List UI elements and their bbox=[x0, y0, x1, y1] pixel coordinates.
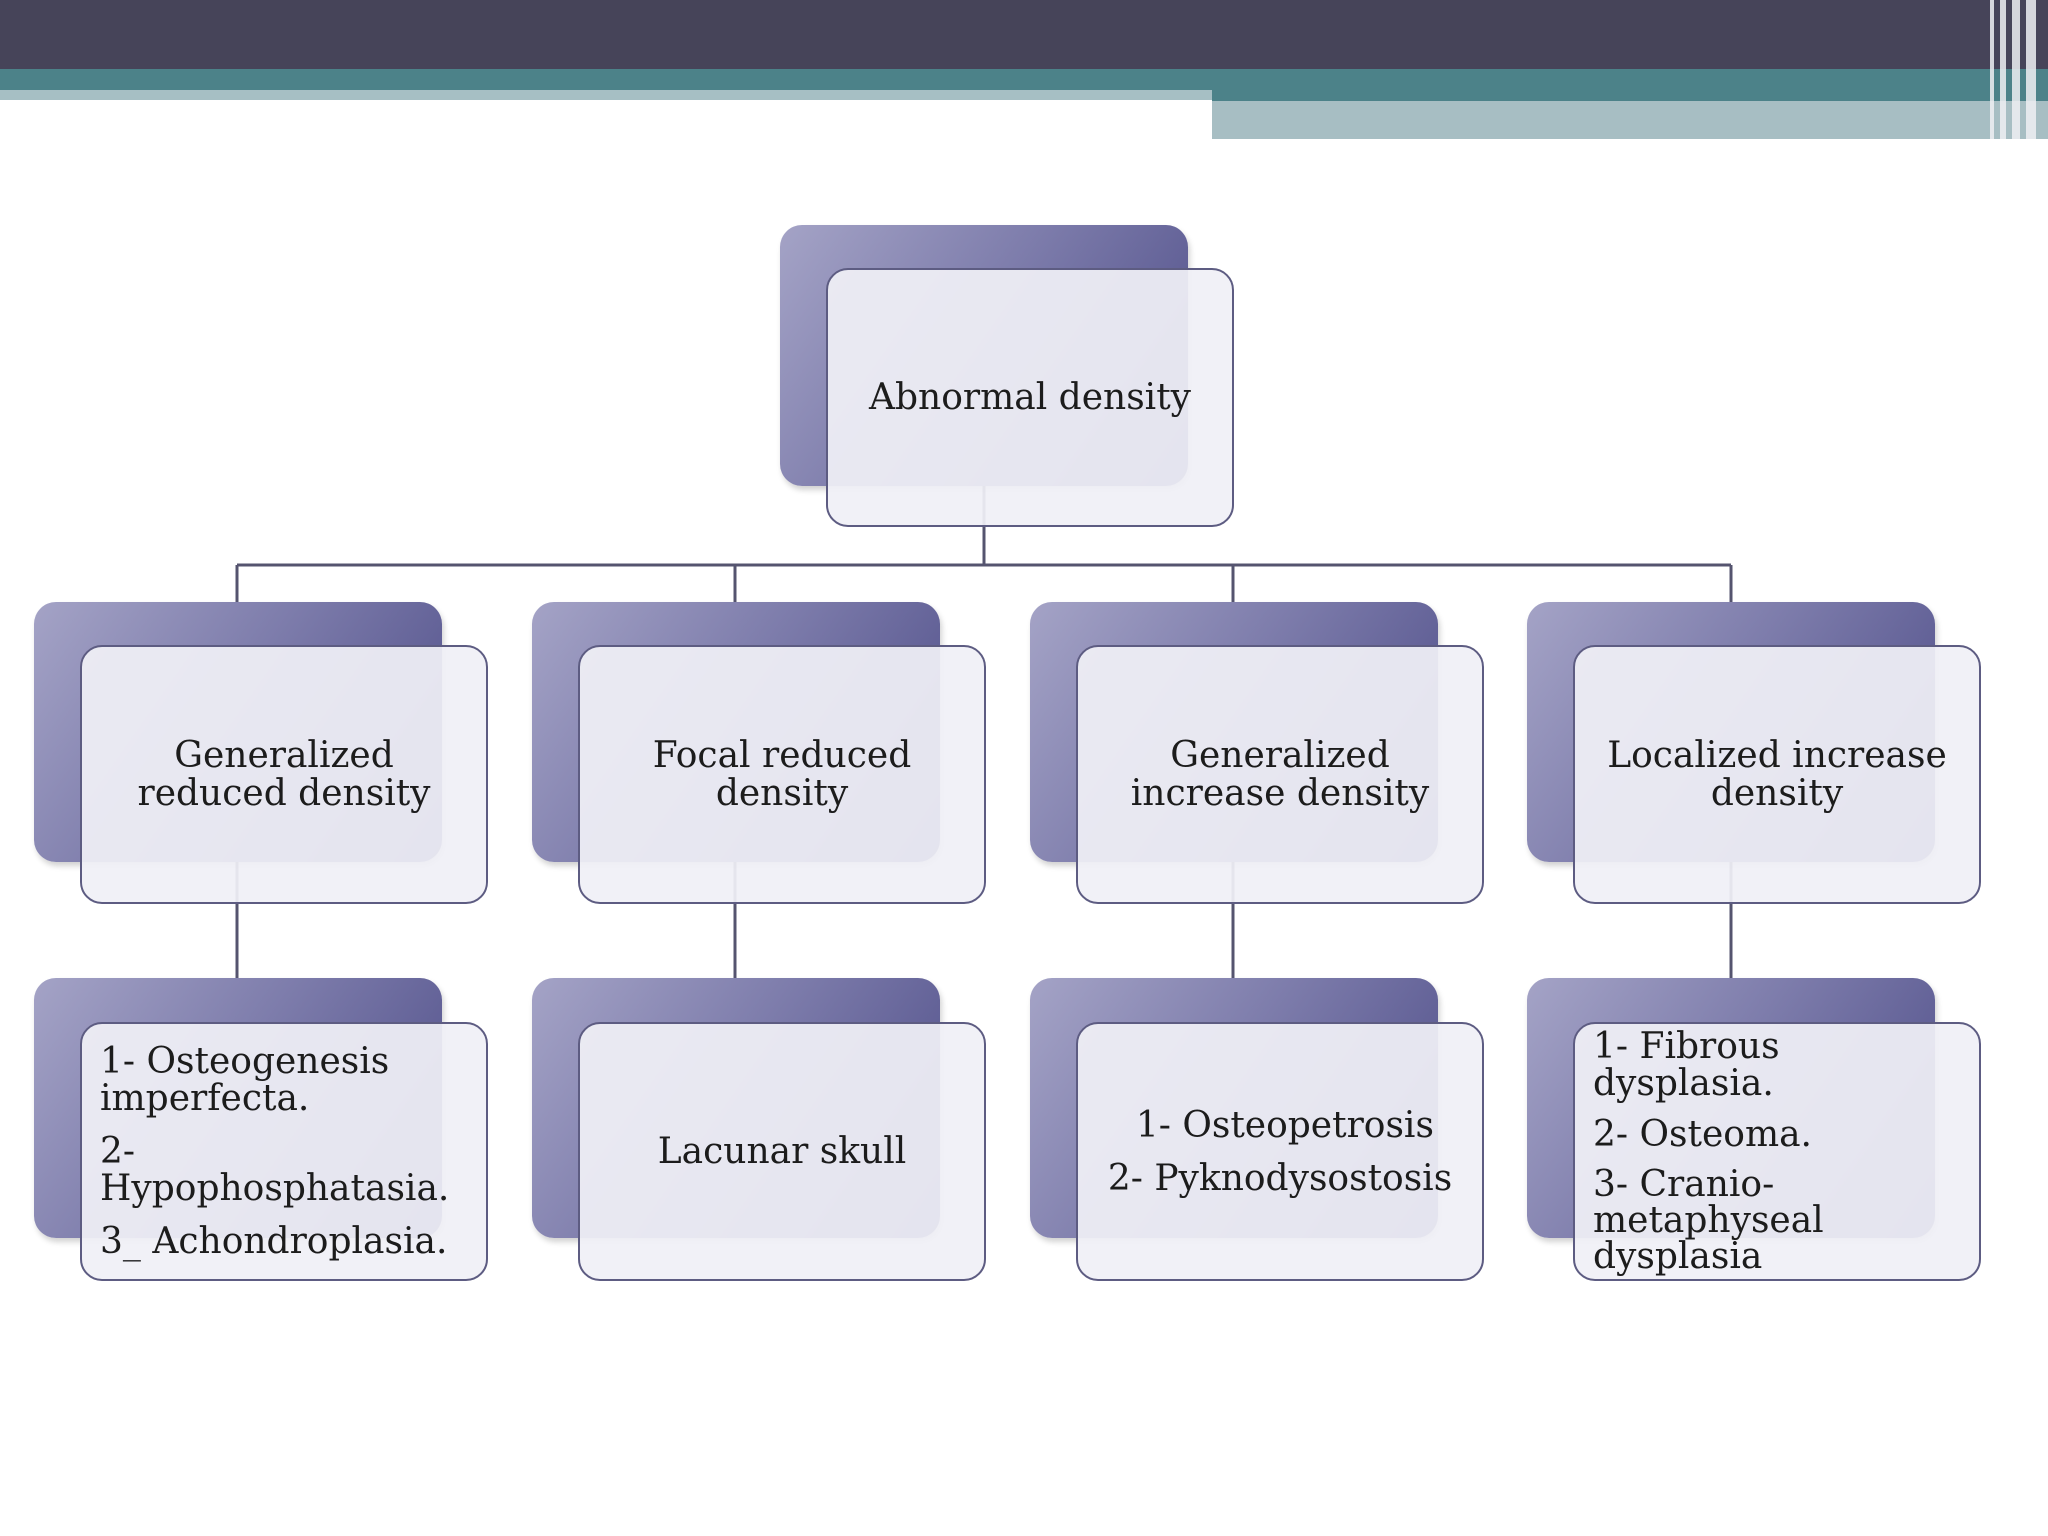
banner-teal-bar-left bbox=[0, 69, 1212, 90]
example-item: 3_ Achondroplasia. bbox=[100, 1221, 448, 1262]
example-item: 1- Fibrous dysplasia. bbox=[1593, 1026, 1780, 1104]
category-node-2-box: Focal reduced density bbox=[578, 645, 986, 904]
category-node-4-label: Localized increase density bbox=[1607, 734, 1947, 814]
banner-stripe bbox=[1990, 0, 1994, 139]
banner-pale-bar-right bbox=[1212, 101, 2048, 139]
category-node-3-label: Generalized increase density bbox=[1130, 734, 1430, 814]
category-node-1-label: Generalized reduced density bbox=[137, 734, 431, 814]
examples-list-4: 1- Fibrous dysplasia. 2- Osteoma. 3- Cra… bbox=[1593, 1028, 1963, 1275]
root-node-box: Abnormal density bbox=[826, 268, 1234, 527]
examples-node-1-box: 1- Osteogenesis imperfecta. 2- Hypophosp… bbox=[80, 1022, 488, 1281]
example-item: Lacunar skull bbox=[657, 1130, 907, 1172]
banner-pale-bar-left bbox=[0, 90, 1212, 100]
category-node-1-box: Generalized reduced density bbox=[80, 645, 488, 904]
banner-stripe bbox=[2026, 0, 2036, 139]
example-item: 2- Hypophosphatasia. bbox=[100, 1131, 450, 1209]
category-node-4-box: Localized increase density bbox=[1573, 645, 1981, 904]
examples-node-4-box: 1- Fibrous dysplasia. 2- Osteoma. 3- Cra… bbox=[1573, 1022, 1981, 1281]
example-item: 3- Cranio-metaphyseal dysplasia bbox=[1593, 1164, 1824, 1277]
banner-teal-bar-right bbox=[1212, 69, 2048, 101]
examples-node-2-box: Lacunar skull bbox=[578, 1022, 986, 1281]
example-item: 2- Osteoma. bbox=[1593, 1114, 1812, 1155]
category-node-3-box: Generalized increase density bbox=[1076, 645, 1484, 904]
category-node-2-label: Focal reduced density bbox=[652, 734, 912, 814]
example-item: 1- Osteopetrosis bbox=[1135, 1104, 1434, 1146]
example-item: 2- Pyknodysostosis bbox=[1107, 1157, 1453, 1199]
root-node-label: Abnormal density bbox=[869, 376, 1191, 418]
example-item: 1- Osteogenesis imperfecta. bbox=[100, 1041, 390, 1119]
examples-node-3-box: 1- Osteopetrosis 2- Pyknodysostosis bbox=[1076, 1022, 1484, 1281]
examples-list-3: 1- Osteopetrosis 2- Pyknodysostosis bbox=[1108, 1107, 1452, 1197]
banner-stripe bbox=[2000, 0, 2006, 139]
examples-list-1: 1- Osteogenesis imperfecta. 2- Hypophosp… bbox=[100, 1043, 470, 1260]
banner-stripe bbox=[2012, 0, 2020, 139]
banner-dark-bar bbox=[0, 0, 2048, 69]
